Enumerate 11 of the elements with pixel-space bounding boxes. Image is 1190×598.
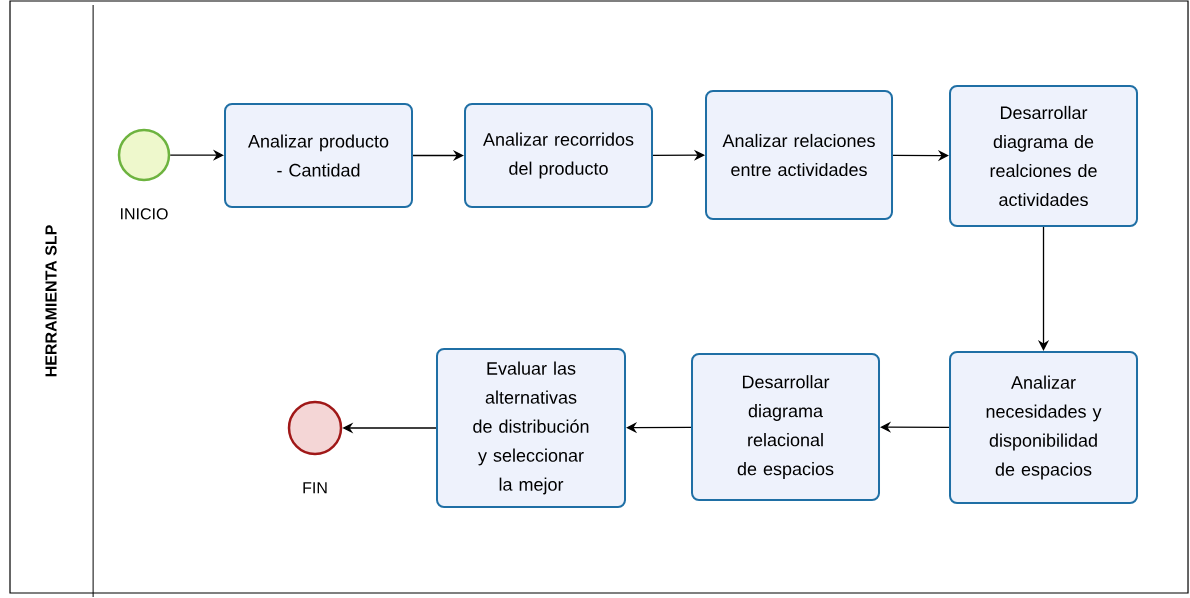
- event-label: FIN: [303, 482, 327, 494]
- task-box: Evaluar las alternativas de distribución y seleccionar la mejor: [436, 348, 626, 508]
- event-circle: [117, 128, 171, 182]
- event-label: INICIO: [121, 208, 168, 220]
- task-box: Desarrollar diagrama de realciones de actividades: [949, 85, 1138, 227]
- event-circle: [287, 400, 343, 456]
- task-box: Analizar relaciones entre actividades: [705, 90, 893, 220]
- task-box: Analizar producto - Cantidad: [224, 103, 413, 208]
- task-box: Analizar necesidades y disponibilidad de espacios: [949, 351, 1138, 504]
- task-box: Desarrollar diagrama relacional de espacios: [691, 353, 880, 501]
- task-box: Analizar recorridos del producto: [464, 103, 653, 208]
